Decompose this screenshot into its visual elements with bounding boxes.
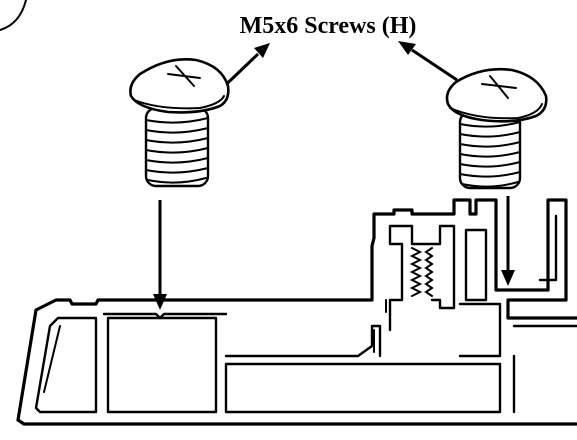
screw-label: M5x6 Screws (H) <box>240 13 417 39</box>
screw-left-icon <box>129 58 230 188</box>
corner-circle-fragment <box>0 0 27 31</box>
arrow-down-left <box>153 200 167 310</box>
arrow-down-right <box>501 196 515 286</box>
screw-right-icon <box>445 67 548 190</box>
rail-extrusion-profile <box>16 198 577 426</box>
arrow-up-left <box>398 41 458 82</box>
